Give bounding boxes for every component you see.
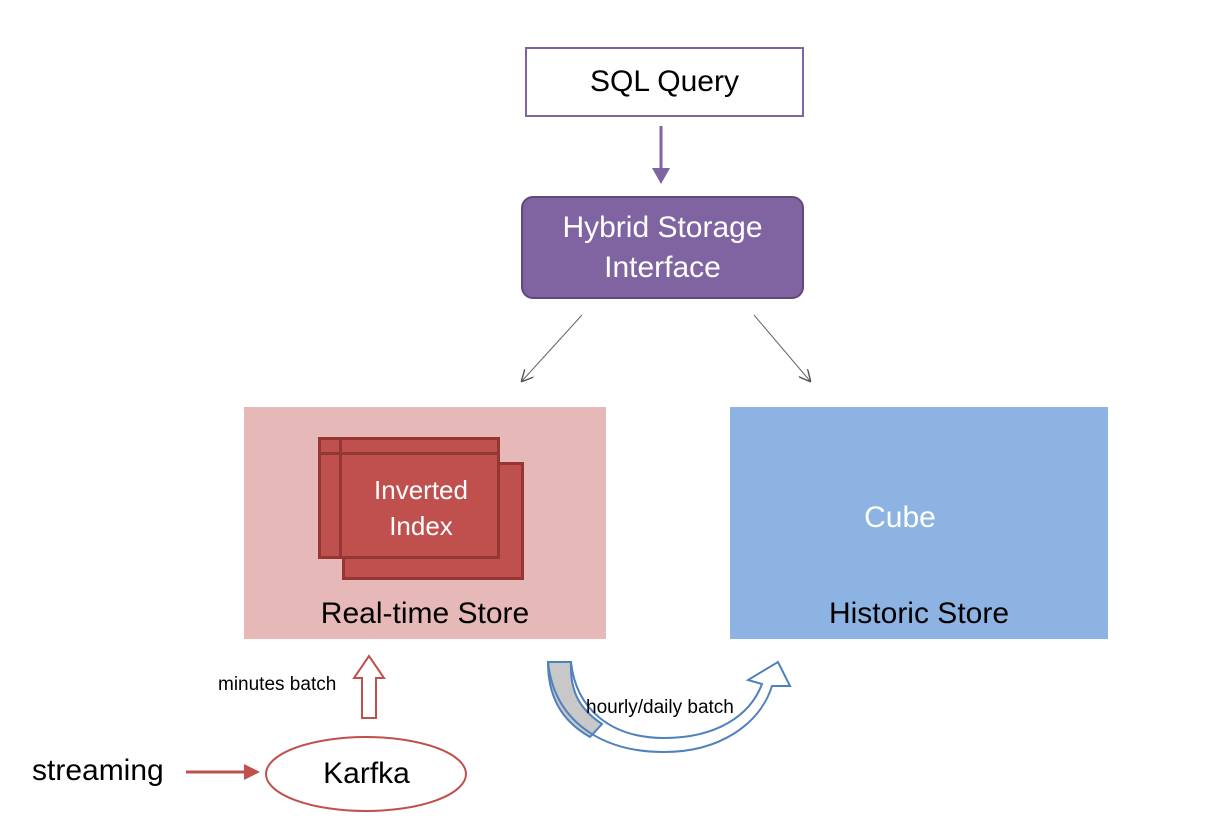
sql-query-box: SQL Query xyxy=(525,47,804,117)
hybrid-to-realtime-arrow xyxy=(522,314,583,381)
sql-query-label: SQL Query xyxy=(590,65,739,98)
inverted-index-side-bar xyxy=(318,437,342,559)
karfka-label: Karfka xyxy=(323,757,410,790)
inverted-index-header-bar xyxy=(318,437,500,455)
inverted-label-line2: Index xyxy=(389,511,453,541)
hybrid-to-historic-arrow xyxy=(753,314,810,381)
streaming-to-karfka-arrow xyxy=(186,764,260,780)
karfka-ellipse xyxy=(265,736,467,812)
historic-store-label: Historic Store xyxy=(828,597,1010,630)
minutes-batch-arrow xyxy=(352,654,386,719)
streaming-label: streaming xyxy=(32,754,164,787)
hybrid-label-line2: Interface xyxy=(604,250,721,284)
cube-label: Cube xyxy=(864,501,936,534)
realtime-store-label: Real-time Store xyxy=(320,597,530,630)
hybrid-label-line1: Hybrid Storage xyxy=(562,210,763,244)
hourly-batch-arrow xyxy=(546,660,792,754)
inverted-index-label: Inverted Index xyxy=(342,468,500,548)
sql-to-hybrid-arrow xyxy=(652,126,670,184)
inverted-label-line1: Inverted xyxy=(374,475,468,505)
inverted-index-front-sheet xyxy=(318,437,500,559)
minutes-batch-label: minutes batch xyxy=(218,674,337,695)
hybrid-storage-interface-box: Hybrid Storage Interface xyxy=(521,196,804,299)
hourly-daily-batch-label: hourly/daily batch xyxy=(586,697,734,718)
historic-store-panel xyxy=(730,407,1108,639)
